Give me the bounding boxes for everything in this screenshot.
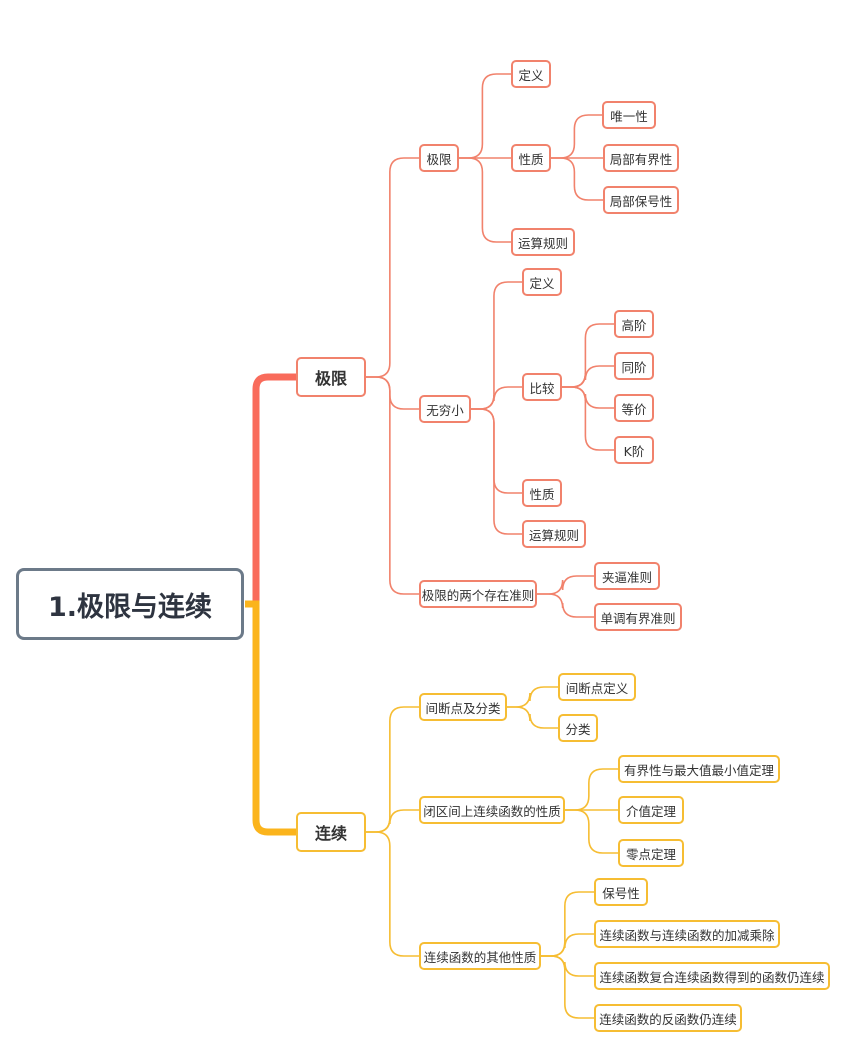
link-other-3 xyxy=(540,955,595,1019)
topic-arithmetic-of-continuous[interactable]: 连续函数与连续函数的加减乘除 xyxy=(594,920,780,948)
topic-infinitesimal-comparison[interactable]: 比较 xyxy=(522,373,562,401)
topic-infinitesimal-properties[interactable]: 性质 xyxy=(522,479,562,507)
trunk-continuity xyxy=(245,600,296,836)
topic-sign-preserving[interactable]: 保号性 xyxy=(594,878,648,906)
link-comparison-3 xyxy=(561,386,615,451)
topic-higher-order[interactable]: 高阶 xyxy=(614,310,654,338)
link-infinitesimal-0 xyxy=(470,281,523,410)
topic-monotone-bounded-criterion[interactable]: 单调有界准则 xyxy=(594,603,682,631)
topic-limit-properties[interactable]: 性质 xyxy=(511,144,551,172)
root-topic[interactable]: 1.极限与连续 xyxy=(16,568,244,640)
link-discontinuity-0 xyxy=(506,686,559,708)
topic-discontinuity-definition[interactable]: 间断点定义 xyxy=(558,673,636,701)
link-limit-props-0 xyxy=(550,114,604,159)
topic-k-order[interactable]: K阶 xyxy=(614,436,654,464)
link-comparison-1 xyxy=(561,365,615,388)
topic-infinitesimal-definition[interactable]: 定义 xyxy=(522,268,562,296)
link-discontinuity-1 xyxy=(506,706,559,729)
topic-equivalent[interactable]: 等价 xyxy=(614,394,654,422)
topic-composition-continuous[interactable]: 连续函数复合连续函数得到的函数仍连续 xyxy=(594,962,830,990)
topic-classification[interactable]: 分类 xyxy=(558,714,598,742)
link-limits-2 xyxy=(365,376,420,595)
link-infinitesimal-2 xyxy=(470,408,523,494)
link-other-0 xyxy=(540,891,595,957)
topic-squeeze-criterion[interactable]: 夹逼准则 xyxy=(594,562,660,590)
link-limits-1 xyxy=(365,376,420,410)
link-infinitesimal-3 xyxy=(470,408,523,535)
link-limit-2 xyxy=(458,157,512,243)
link-limit-0 xyxy=(458,73,512,159)
link-continuity-2 xyxy=(365,831,420,957)
topic-discontinuity[interactable]: 间断点及分类 xyxy=(419,693,507,721)
link-criteria-0 xyxy=(536,575,595,595)
topic-closed-interval-properties[interactable]: 闭区间上连续函数的性质 xyxy=(419,796,565,824)
main-topic-continuity[interactable]: 连续 xyxy=(296,812,366,852)
link-other-2 xyxy=(540,955,595,977)
topic-local-sign-preserving[interactable]: 局部保号性 xyxy=(603,186,679,214)
topic-existence-criteria[interactable]: 极限的两个存在准则 xyxy=(419,580,537,608)
link-closed-interval-2 xyxy=(564,809,619,854)
link-limit-props-2 xyxy=(550,157,604,201)
topic-uniqueness[interactable]: 唯一性 xyxy=(602,101,656,129)
link-continuity-1 xyxy=(365,809,420,833)
link-closed-interval-0 xyxy=(564,768,619,811)
link-comparison-2 xyxy=(561,386,615,409)
topic-limit-rules[interactable]: 运算规则 xyxy=(511,228,575,256)
topic-intermediate-value-theorem[interactable]: 介值定理 xyxy=(618,796,684,824)
topic-other-properties[interactable]: 连续函数的其他性质 xyxy=(419,942,541,970)
topic-limit[interactable]: 极限 xyxy=(419,144,459,172)
topic-limit-definition[interactable]: 定义 xyxy=(511,60,551,88)
link-other-1 xyxy=(540,933,595,957)
topic-extreme-value-theorem[interactable]: 有界性与最大值最小值定理 xyxy=(618,755,780,783)
topic-infinitesimal-rules[interactable]: 运算规则 xyxy=(522,520,586,548)
topic-zero-point-theorem[interactable]: 零点定理 xyxy=(618,839,684,867)
topic-same-order[interactable]: 同阶 xyxy=(614,352,654,380)
topic-inverse-continuous[interactable]: 连续函数的反函数仍连续 xyxy=(594,1004,742,1032)
trunk-limits xyxy=(245,373,296,608)
link-infinitesimal-1 xyxy=(470,386,523,410)
main-topic-limits[interactable]: 极限 xyxy=(296,357,366,397)
topic-local-boundedness[interactable]: 局部有界性 xyxy=(603,144,679,172)
link-limits-0 xyxy=(365,157,420,378)
topic-infinitesimal[interactable]: 无穷小 xyxy=(419,395,471,423)
link-comparison-0 xyxy=(561,323,615,388)
link-criteria-1 xyxy=(536,593,595,618)
